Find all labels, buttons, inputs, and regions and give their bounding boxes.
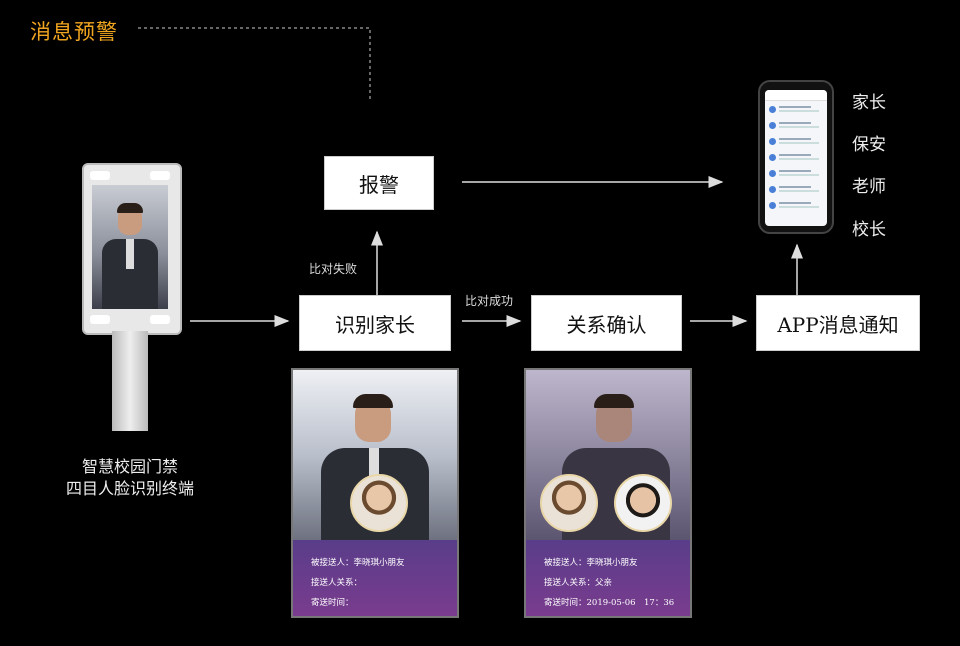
success-label: 比对成功 [465, 294, 514, 308]
right-shot-line3: 寄送时间：2019-05-06 17：36 [544, 598, 675, 608]
app-notify-node: APP消息通知 [756, 295, 920, 351]
right-shot-line2: 接送人关系：父亲 [544, 578, 613, 588]
identify-screenshot: 被接送人：李晓琪小朋友 接送人关系： 寄送时间： [291, 368, 459, 618]
fail-label: 比对失败 [309, 262, 358, 276]
child-avatar [350, 474, 408, 532]
face-terminal-device [82, 163, 182, 433]
page-title: 消息预警 [30, 20, 118, 44]
identify-parent-node: 识别家长 [299, 295, 451, 351]
recipient-guard: 保安 [852, 135, 886, 155]
recipient-parent: 家长 [852, 93, 886, 113]
recipient-principal: 校长 [852, 220, 886, 240]
left-shot-line3: 寄送时间： [311, 598, 354, 608]
title-dashed-connector [138, 27, 371, 100]
parent-avatar [614, 474, 672, 532]
phone-device [758, 80, 834, 234]
relation-confirm-node: 关系确认 [531, 295, 682, 351]
device-screen [92, 185, 168, 309]
confirm-screenshot: 被接送人：李晓琪小朋友 接送人关系：父亲 寄送时间：2019-05-06 17：… [524, 368, 692, 618]
left-shot-line2: 接送人关系： [311, 578, 363, 588]
left-shot-line1: 被接送人：李晓琪小朋友 [311, 558, 405, 568]
right-shot-line1: 被接送人：李晓琪小朋友 [544, 558, 638, 568]
child-avatar [540, 474, 598, 532]
device-caption-line1: 智慧校园门禁 [81, 457, 178, 476]
device-caption: 智慧校园门禁 四目人脸识别终端 [50, 456, 210, 500]
phone-screen [765, 90, 827, 226]
recipient-teacher: 老师 [852, 177, 886, 197]
alarm-node: 报警 [324, 156, 434, 210]
device-caption-line2: 四目人脸识别终端 [65, 479, 194, 498]
